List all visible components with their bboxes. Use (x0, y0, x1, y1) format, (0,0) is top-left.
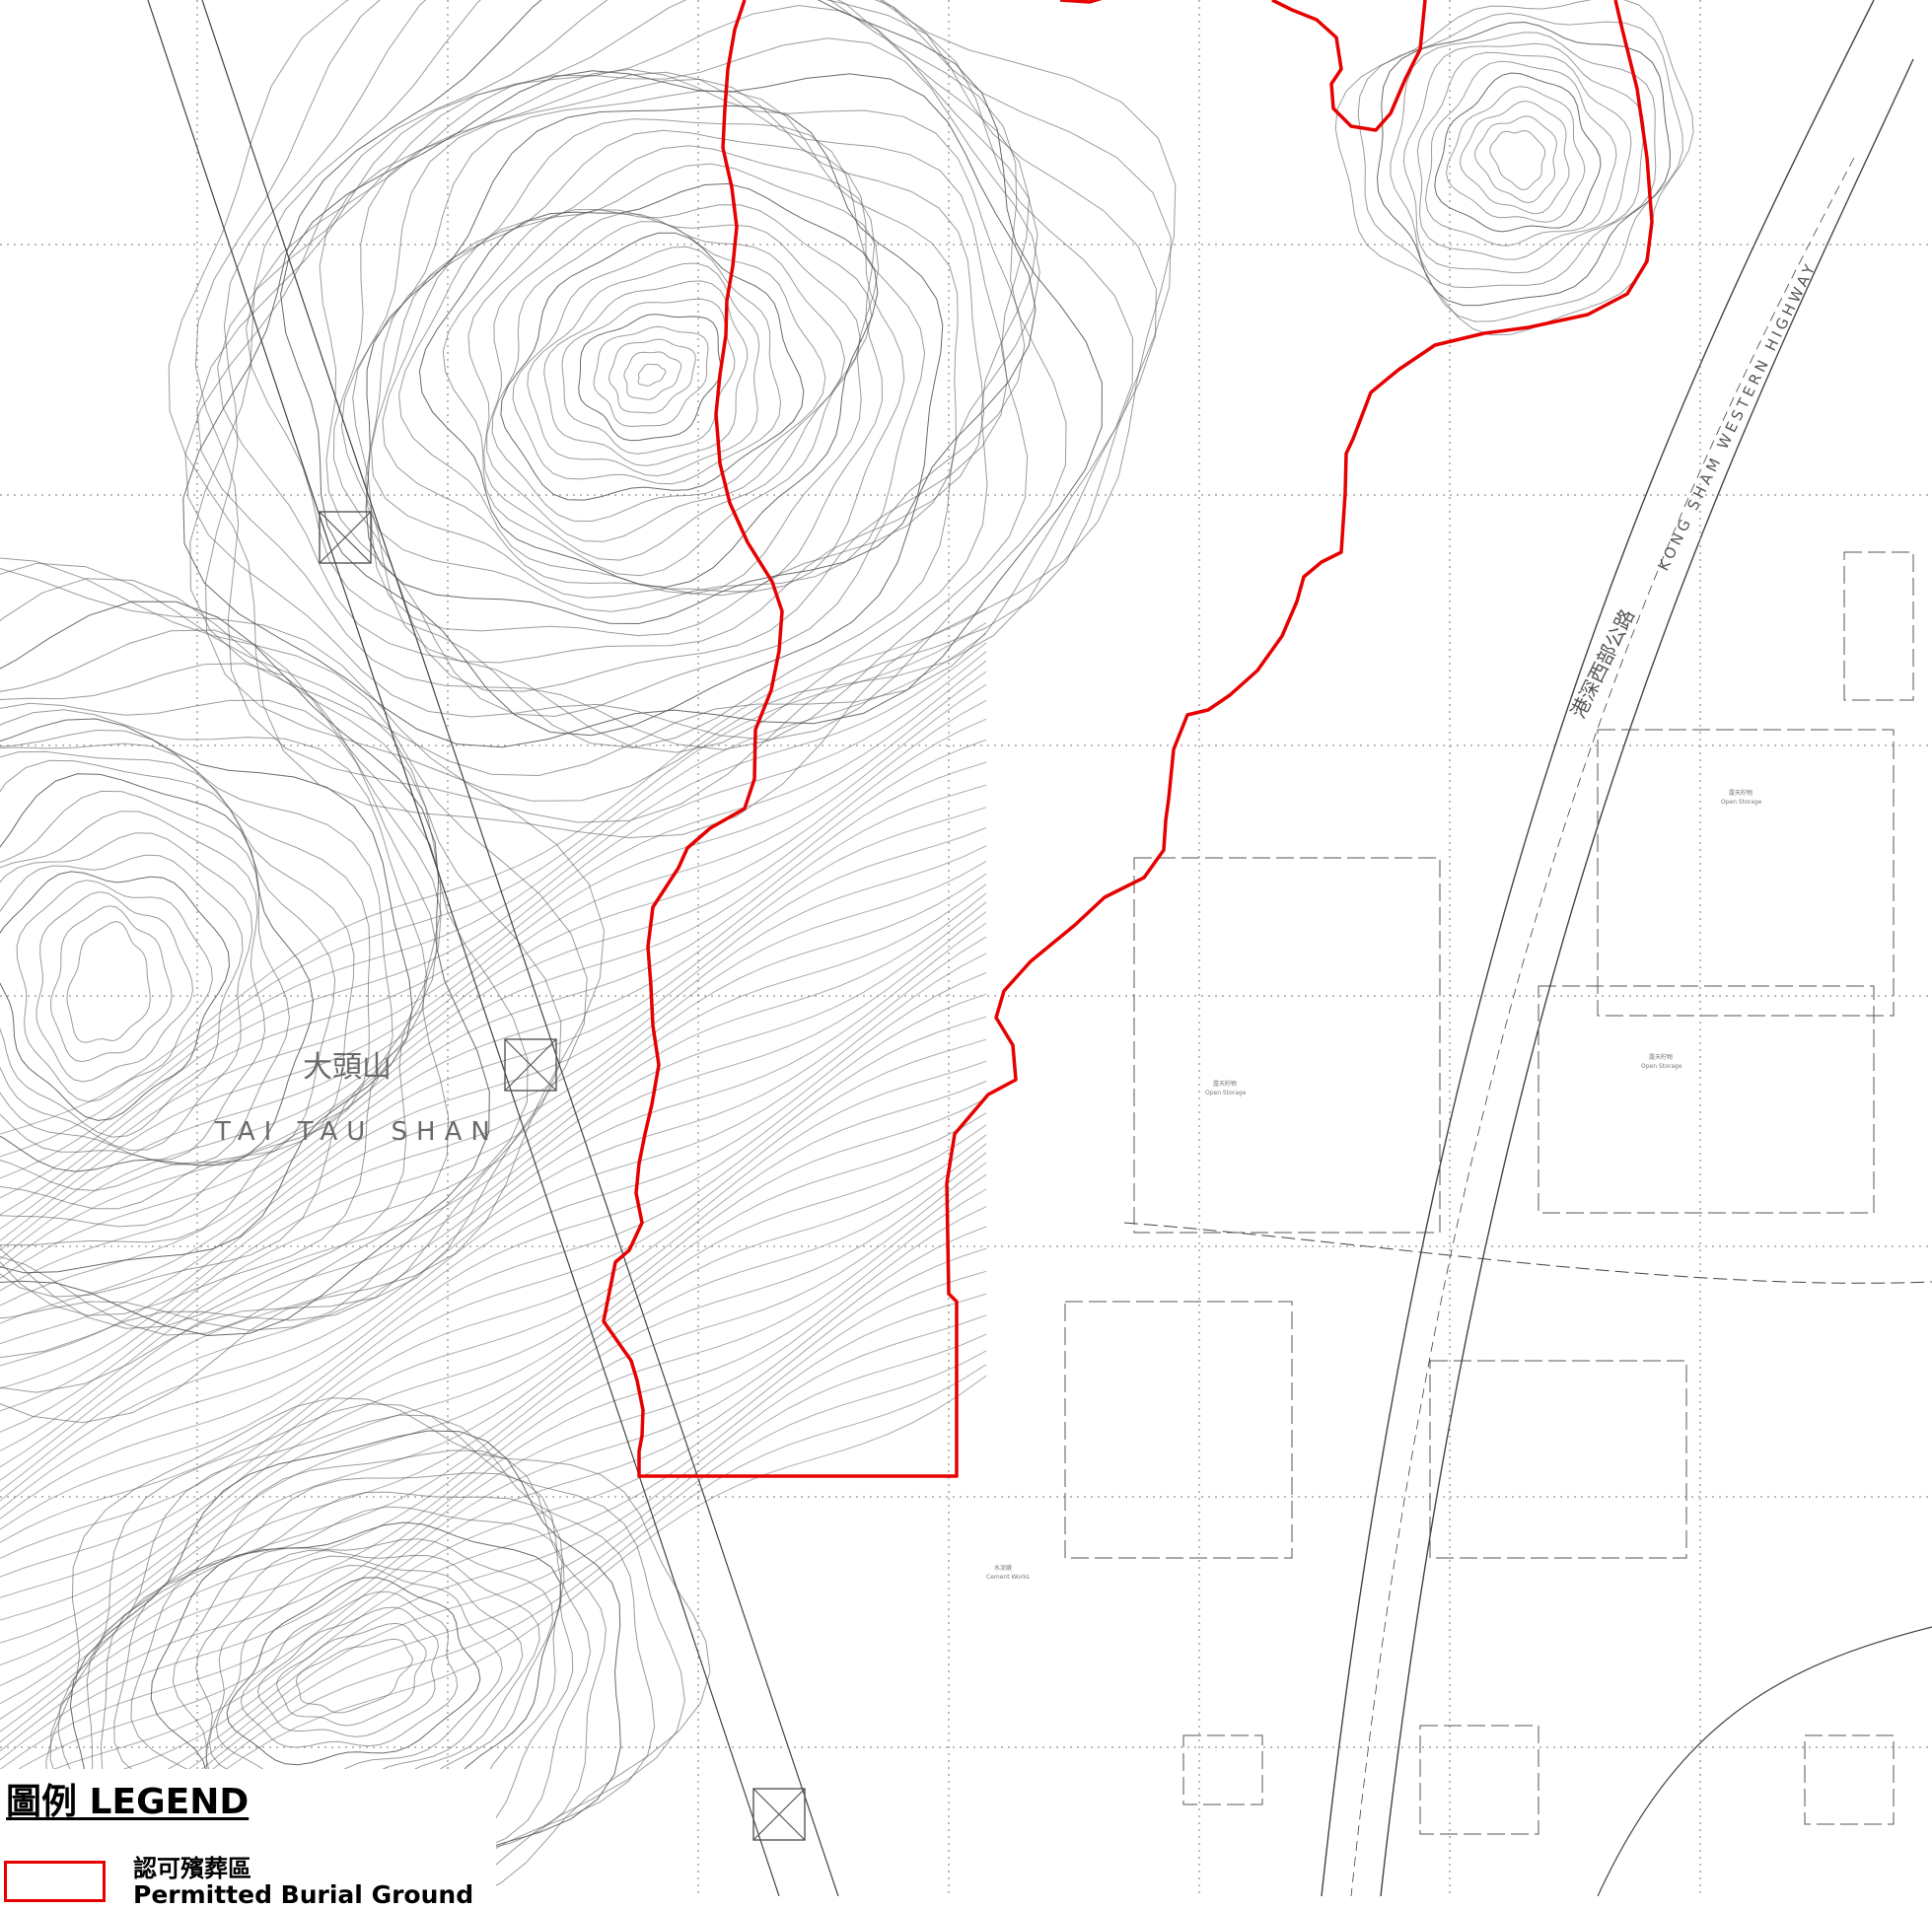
legend-label-en: Permitted Burial Ground (133, 1880, 474, 1909)
feature-label-1: 露天貯物 Open Storage (1205, 1080, 1247, 1096)
burial-ground-boundary-upper[interactable] (1059, 0, 1427, 132)
building-outlines (319, 511, 1914, 1841)
svg-text:露天貯物: 露天貯物 (1729, 789, 1753, 797)
svg-text:Open Storage: Open Storage (1205, 1090, 1247, 1096)
place-name-en: TAI TAU SHAN (214, 1117, 499, 1147)
svg-text:露天貯物: 露天貯物 (1649, 1053, 1673, 1061)
feature-label-4: 水泥廠 Cement Works (986, 1564, 1030, 1581)
svg-text:Open Storage: Open Storage (1721, 799, 1762, 806)
svg-text:Cement Works: Cement Works (986, 1574, 1030, 1581)
contour-lines (0, 0, 1694, 1896)
road-outlines (147, 0, 1932, 1896)
legend-panel: 圖例 LEGEND 認可殯葬區 Permitted Burial Ground (0, 1769, 496, 1909)
svg-text:Open Storage: Open Storage (1641, 1063, 1682, 1070)
legend-title: 圖例 LEGEND (6, 1782, 250, 1822)
svg-text:露天貯物: 露天貯物 (1213, 1080, 1237, 1088)
svg-text:水泥廠: 水泥廠 (994, 1564, 1012, 1572)
legend-label-zh: 認可殯葬區 (133, 1855, 251, 1882)
feature-label-2: 露天貯物 Open Storage (1721, 789, 1762, 806)
highway-name-en: KONG SHAM WESTERN HIGHWAY (1654, 258, 1820, 574)
highway-name-zh: 港深西部公路 (1566, 605, 1639, 722)
place-name-zh: 大頭山 (303, 1050, 392, 1085)
burial-ground-boundary[interactable] (602, 0, 1654, 1478)
feature-label-3: 露天貯物 Open Storage (1641, 1053, 1682, 1070)
